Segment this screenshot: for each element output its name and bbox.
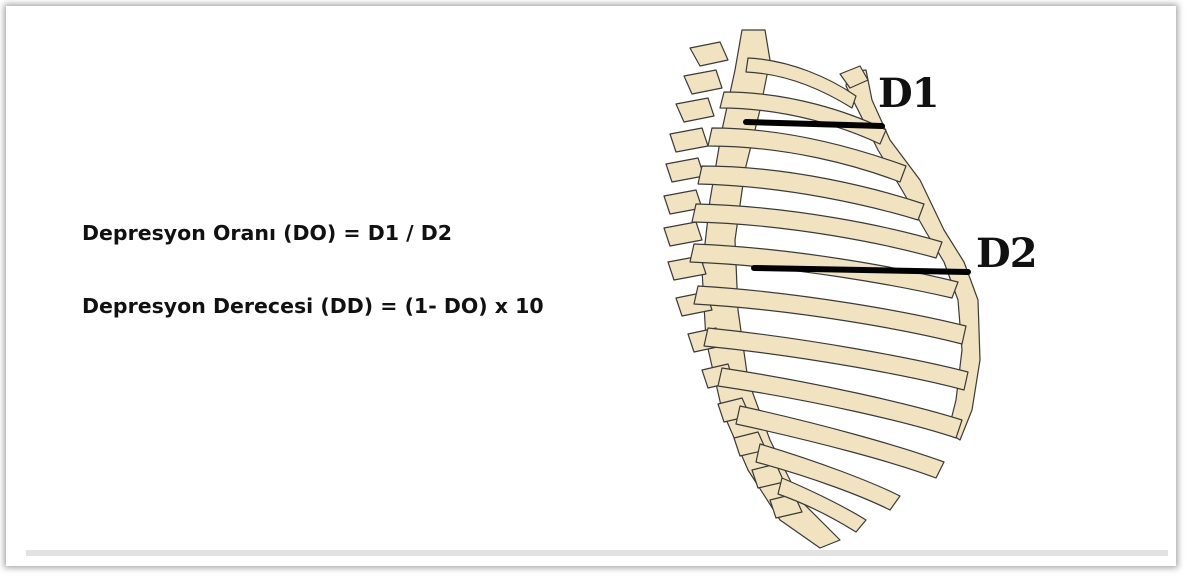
vertebral-process (670, 128, 708, 152)
d2-measure-line (754, 268, 968, 272)
d2-label: D2 (976, 230, 1037, 277)
d1-label: D1 (878, 70, 939, 117)
vertebral-process (664, 222, 702, 246)
d1-measure-line (746, 122, 882, 126)
vertebral-process (690, 42, 728, 66)
vertebral-process (676, 98, 714, 122)
vertebral-process (684, 70, 722, 94)
vertebral-process (666, 158, 704, 182)
